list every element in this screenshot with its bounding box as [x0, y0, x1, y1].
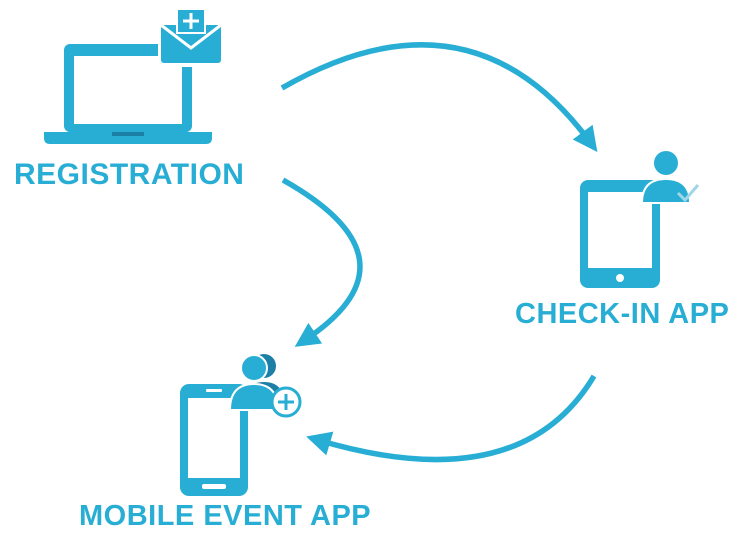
- envelope-plus-icon: [158, 3, 224, 67]
- users-plus-icon: [228, 354, 302, 418]
- arrow-registration-to-mobile: [281, 177, 363, 347]
- registration-label: REGISTRATION: [14, 158, 245, 191]
- tablet-icon: [580, 180, 660, 288]
- user-check-icon: [640, 151, 700, 204]
- arrow-registration-to-checkin: [280, 42, 598, 152]
- arrow-checkin-to-mobile: [306, 374, 597, 463]
- checkin-app-label: CHECK-IN APP: [515, 298, 730, 330]
- phone-icon: [180, 384, 248, 496]
- mobile-event-app-label: MOBILE EVENT APP: [79, 500, 372, 532]
